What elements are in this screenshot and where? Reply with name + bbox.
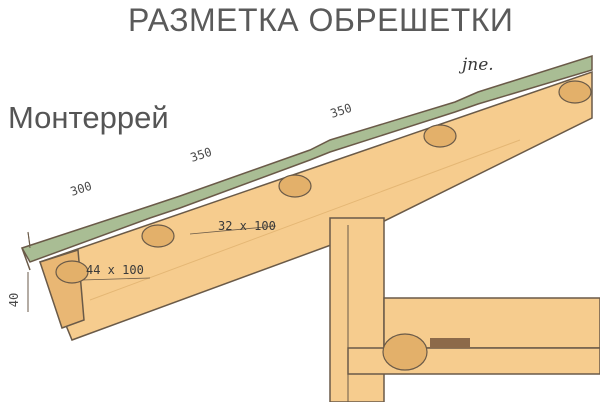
batten-4 bbox=[423, 124, 457, 148]
sheet-edge bbox=[21, 247, 31, 271]
batten-1 bbox=[55, 260, 89, 284]
overhang-label: 40 bbox=[7, 293, 21, 307]
eaves-board-size-label: 44 x 100 bbox=[86, 263, 144, 277]
batten-leader bbox=[189, 225, 277, 235]
roof-sheet-label: Монтеррей bbox=[8, 100, 169, 135]
hatch-block bbox=[430, 338, 470, 348]
batten-6 bbox=[382, 333, 428, 371]
roof-sheet bbox=[20, 54, 593, 263]
batten-3 bbox=[278, 174, 312, 198]
batten-5 bbox=[558, 80, 592, 104]
dimension-label-1: 300 bbox=[69, 179, 94, 199]
batten-2 bbox=[141, 224, 175, 248]
dimension-label-3: 350 bbox=[329, 101, 354, 121]
signature: jne. bbox=[458, 55, 494, 75]
battens bbox=[55, 80, 592, 371]
eaves-leader bbox=[81, 277, 151, 281]
dim-tick-1 bbox=[27, 231, 31, 247]
rafter-grain bbox=[89, 139, 521, 301]
dimension-label-2: 350 bbox=[189, 145, 214, 165]
batten-size-label: 32 x 100 bbox=[218, 219, 276, 233]
diagram-title: РАЗМЕТКА ОБРЕШЕТКИ bbox=[128, 2, 514, 38]
